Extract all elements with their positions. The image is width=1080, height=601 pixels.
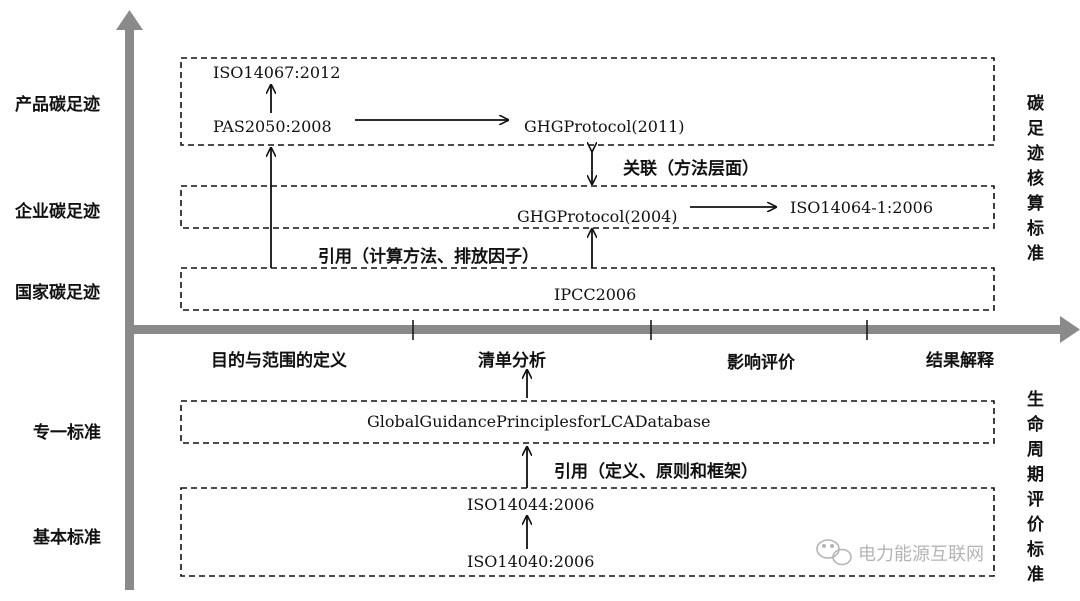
phase-inventory: 清单分析 [478, 350, 546, 371]
horizontal-axis [130, 325, 1065, 334]
row-label-product: 产品碳足迹 [15, 94, 100, 115]
vertical-axis-arrowhead [116, 10, 143, 30]
group-label-carbon-char-5: 算 [1026, 193, 1044, 214]
group-label-lca-char-8: 准 [1027, 565, 1044, 585]
group-label-carbon-char-1: 碳 [1027, 93, 1045, 114]
relation-cite-def-label: 引用（定义、原则和框架） [554, 461, 758, 482]
std-iso14040: ISO14040:2006 [467, 552, 594, 571]
phase-impact: 影响评价 [727, 352, 796, 373]
std-ipcc: IPCC2006 [554, 285, 636, 304]
horizontal-axis-arrowhead [1060, 316, 1080, 343]
std-ghg2004: GHGProtocol(2004) [517, 207, 678, 226]
group-label-lca-char-2: 命 [1026, 414, 1045, 435]
group-label-lca-char-5: 评 [1027, 490, 1044, 510]
watermark-text: 电力能源互联网 [858, 544, 984, 565]
box-national-carbon [180, 267, 995, 311]
group-label-lca-char-4: 期 [1027, 465, 1044, 485]
phase-interpretation: 结果解释 [926, 350, 995, 371]
relation-link-label: 关联（方法层面） [623, 158, 759, 179]
std-iso14044: ISO14044:2006 [467, 495, 594, 514]
group-label-lca-char-1: 生 [1027, 389, 1044, 410]
std-pas2050: PAS2050:2008 [213, 117, 332, 136]
row-label-basic: 基本标准 [32, 527, 101, 548]
group-label-carbon-char-3: 迹 [1027, 143, 1044, 164]
std-global-guidance: GlobalGuidancePrinciplesforLCADatabase [367, 412, 711, 431]
group-label-carbon-char-4: 核 [1027, 168, 1044, 189]
group-label-lca-char-3: 周 [1027, 440, 1044, 460]
group-label-carbon-char-6: 标 [1027, 218, 1044, 239]
group-label-lca-char-7: 标 [1027, 539, 1044, 560]
group-label-carbon-char-2: 足 [1027, 119, 1044, 139]
row-label-enterprise: 企业碳足迹 [14, 201, 100, 222]
std-iso14067: ISO14067:2012 [213, 63, 340, 82]
std-ghg2011: GHGProtocol(2011) [524, 117, 685, 136]
row-label-national: 国家碳足迹 [15, 282, 100, 303]
box-special-standard [180, 400, 995, 444]
row-label-special: 专一标准 [33, 422, 101, 443]
relation-cite-calc-label: 引用（计算方法、排放因子） [318, 246, 539, 267]
std-iso14064: ISO14064-1:2006 [790, 198, 933, 217]
wechat-logo-icon [816, 539, 852, 566]
vertical-axis [125, 24, 134, 590]
group-label-carbon-char-7: 准 [1027, 244, 1044, 264]
phase-goal-scope: 目的与范围的定义 [211, 350, 347, 371]
group-label-lca-char-6: 价 [1027, 515, 1045, 535]
